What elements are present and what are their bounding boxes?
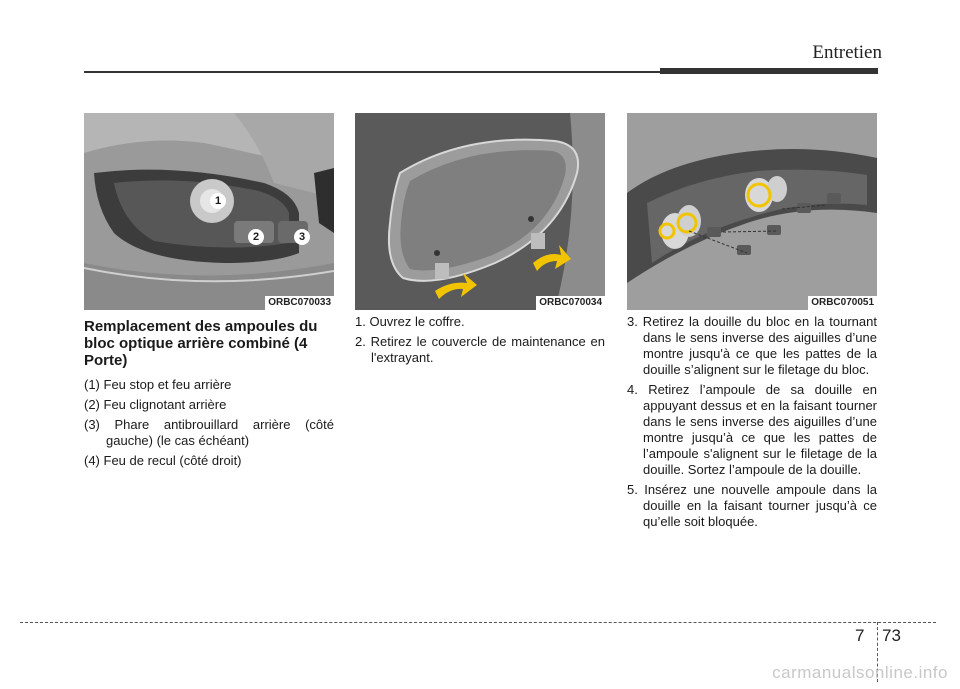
step-item: 4. Retirez l’ampoule de sa douille en ap… [627,382,877,477]
column-3: 3. Retirez la douille du bloc en la tour… [627,314,877,534]
step-item: 2. Retirez le couvercle de maintenance e… [355,334,605,365]
footer-dashed-divider [877,622,878,682]
list-item: (4) Feu de recul (côté droit) [84,453,242,468]
tail-lamp-illustration [84,113,334,310]
list-item: (3) Phare antibrouillard arrière (côté g… [84,417,334,448]
column-2: 1. Ouvrez le coffre. 2. Retirez le couve… [355,314,605,370]
figure-code: ORBC070033 [265,296,334,310]
lamp-sockets-illustration [627,113,877,310]
list-item: (1) Feu stop et feu arrière [84,377,232,392]
header-rule-thin [84,71,660,73]
page-header-title: Entretien [812,42,882,63]
step-item: 3. Retirez la douille du bloc en la tour… [627,314,877,377]
callout-3: 3 [294,229,310,245]
callout-2: 2 [248,229,264,245]
chapter-number: 7 [855,626,865,645]
step-item: 1. Ouvrez le coffre. [355,314,465,329]
page-number: 73 [882,626,901,645]
figure-code: ORBC070034 [536,296,605,310]
figure-lamp-sockets: ORBC070051 [627,113,877,310]
trunk-cover-illustration [355,113,605,310]
step-item: 5. Insérez une nouvelle ampoule dans la … [627,482,877,529]
header-rule-thick [660,68,878,74]
list-item: (2) Feu clignotant arrière [84,397,227,412]
watermark-text: carmanualsonline.info [772,663,948,682]
figure-trunk-cover: ORBC070034 [355,113,605,310]
section-title: Remplacement des ampoules du bloc optiqu… [84,318,318,369]
figure-code: ORBC070051 [808,296,877,310]
callout-1: 1 [210,193,226,209]
figure-tail-lamp: 1 2 3 ORBC070033 [84,113,334,310]
column-1: Remplacement des ampoules du bloc optiqu… [84,314,334,473]
footer-dashed-rule [20,622,936,623]
